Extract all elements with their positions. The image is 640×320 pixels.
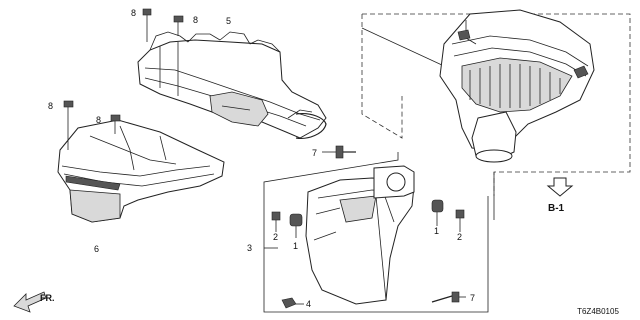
callout-8: 8 xyxy=(48,101,53,111)
bolt-7-center-icon xyxy=(322,145,356,159)
callout-2: 2 xyxy=(457,232,462,242)
callout-5: 5 xyxy=(226,16,231,26)
callout-3: 3 xyxy=(247,243,252,253)
resonator-chamber[interactable] xyxy=(305,165,415,305)
diagram-code: T6Z4B0105 xyxy=(577,307,619,316)
callout-8: 8 xyxy=(131,8,136,18)
arrow-down-icon xyxy=(546,177,574,197)
clip-4-icon xyxy=(281,297,304,309)
callout-1: 1 xyxy=(434,226,439,236)
reference-b1[interactable]: B-1 xyxy=(546,177,574,214)
collar-1-right-icon xyxy=(431,199,444,226)
callout-2: 2 xyxy=(273,232,278,242)
bolt-8-top-left-icon xyxy=(142,8,152,42)
bolt-7-lower-icon xyxy=(431,291,466,303)
callout-6: 6 xyxy=(94,244,99,254)
grommet-2-left-icon xyxy=(271,211,281,230)
grommet-2-right-icon xyxy=(455,209,465,230)
reference-label: B-1 xyxy=(548,203,565,214)
callout-4: 4 xyxy=(306,299,311,309)
arrow-left-icon xyxy=(13,291,47,313)
group-bracket-3 xyxy=(263,152,489,313)
bolt-8-top-right-icon xyxy=(173,15,184,36)
callout-8: 8 xyxy=(96,115,101,125)
bolt-8-lower-left-icon xyxy=(63,100,74,150)
intake-duct-lower[interactable] xyxy=(57,119,225,223)
front-direction-indicator: FR. xyxy=(13,291,55,313)
bolt-8-lower-right-icon xyxy=(110,114,121,134)
intake-duct-upper[interactable] xyxy=(137,31,327,139)
direction-label: FR. xyxy=(40,293,55,303)
callout-leaders xyxy=(264,230,461,249)
callout-7: 7 xyxy=(312,148,317,158)
callout-8: 8 xyxy=(193,15,198,25)
callout-1: 1 xyxy=(293,241,298,251)
callout-7: 7 xyxy=(470,293,475,303)
air-cleaner-assembly[interactable] xyxy=(439,9,595,163)
collar-1-left-icon xyxy=(289,213,303,238)
